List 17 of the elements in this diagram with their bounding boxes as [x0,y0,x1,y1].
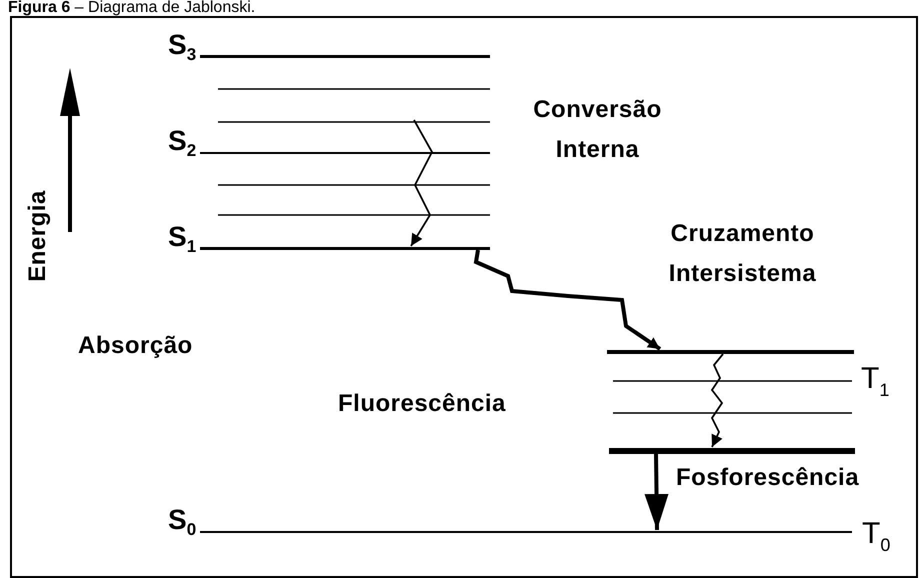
wavy-arrow [410,120,434,246]
state-label: S$_{3}$ [168,32,196,58]
process-label: Fosforescência [676,463,860,493]
figure-title: Figura 6 – Diagrama de Jablonski. [8,0,256,16]
state-label: S$_{0}$ [168,507,196,533]
process-label: Cruzamento Intersistema [668,219,818,289]
process-label: Fluorescência [338,389,506,419]
process-label: Absorção [78,331,193,361]
state-label: S$_{1}$ [168,224,196,250]
state-label: T$_{1}$ [861,364,890,394]
process-label: Conversão Interna [532,95,663,165]
state-label: S$_{2}$ [168,128,196,154]
wavy-arrow [474,250,662,351]
wavy-arrow [644,454,669,530]
wavy-arrow [710,353,724,448]
state-label: T$_{0}$ [862,519,890,549]
axis-label: Energia [25,190,51,282]
